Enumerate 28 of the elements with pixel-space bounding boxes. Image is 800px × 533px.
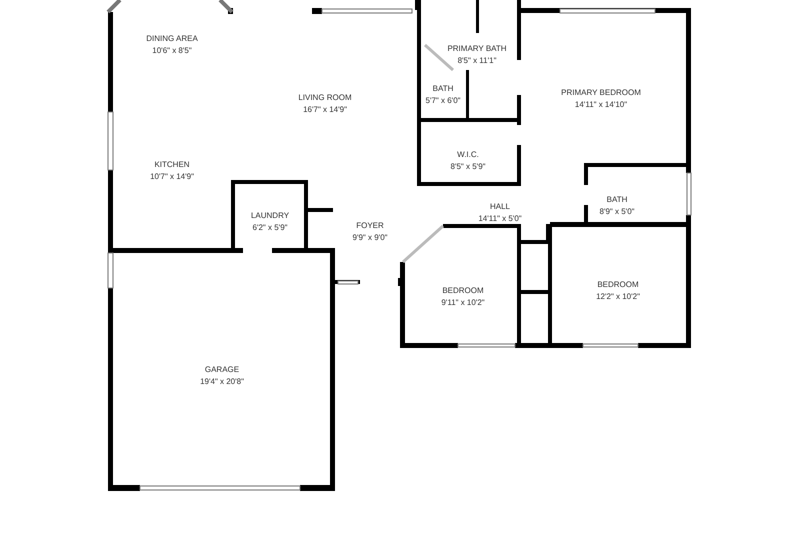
room-dimensions: 16'7" x 14'9" [303,104,347,116]
room-dimensions: 6'2" x 5'9" [252,222,288,234]
room-dimensions: 14'11" x 5'0" [478,213,522,225]
room-name: BEDROOM [442,285,484,297]
room-name: HALL [490,201,510,213]
room-dimensions: 9'9" x 9'0" [352,232,388,244]
room-name: PRIMARY BEDROOM [561,87,641,99]
room-dimensions: 14'11" x 14'10" [574,99,628,111]
room-dimensions: 5'7" x 6'0" [426,95,460,107]
room-name: GARAGE [204,364,240,376]
room-dimensions: 19'4" x 20'8" [200,376,244,388]
room-dimensions: 10'7" x 14'9" [150,171,194,183]
room-name: PRIMARY BATH [447,43,507,55]
room-dimensions: 10'6" x 8'5" [152,45,192,57]
room-dimensions: 9'11" x 10'2" [441,297,485,309]
room-name: BEDROOM [597,279,639,291]
room-name: BATH [432,83,454,95]
room-name: LIVING ROOM [298,92,352,104]
room-name: DINING AREA [146,33,198,45]
room-dimensions: 12'2" x 10'2" [596,291,640,303]
room-dimensions: 8'5" x 11'1" [458,55,496,67]
room-name: KITCHEN [154,159,190,171]
room-name: FOYER [356,220,384,232]
room-name: LAUNDRY [250,210,290,222]
room-name: W.I.C. [457,149,479,161]
room-dimensions: 8'9" x 5'0" [600,206,634,218]
room-dimensions: 8'5" x 5'9" [450,161,486,173]
room-name: BATH [606,194,628,206]
